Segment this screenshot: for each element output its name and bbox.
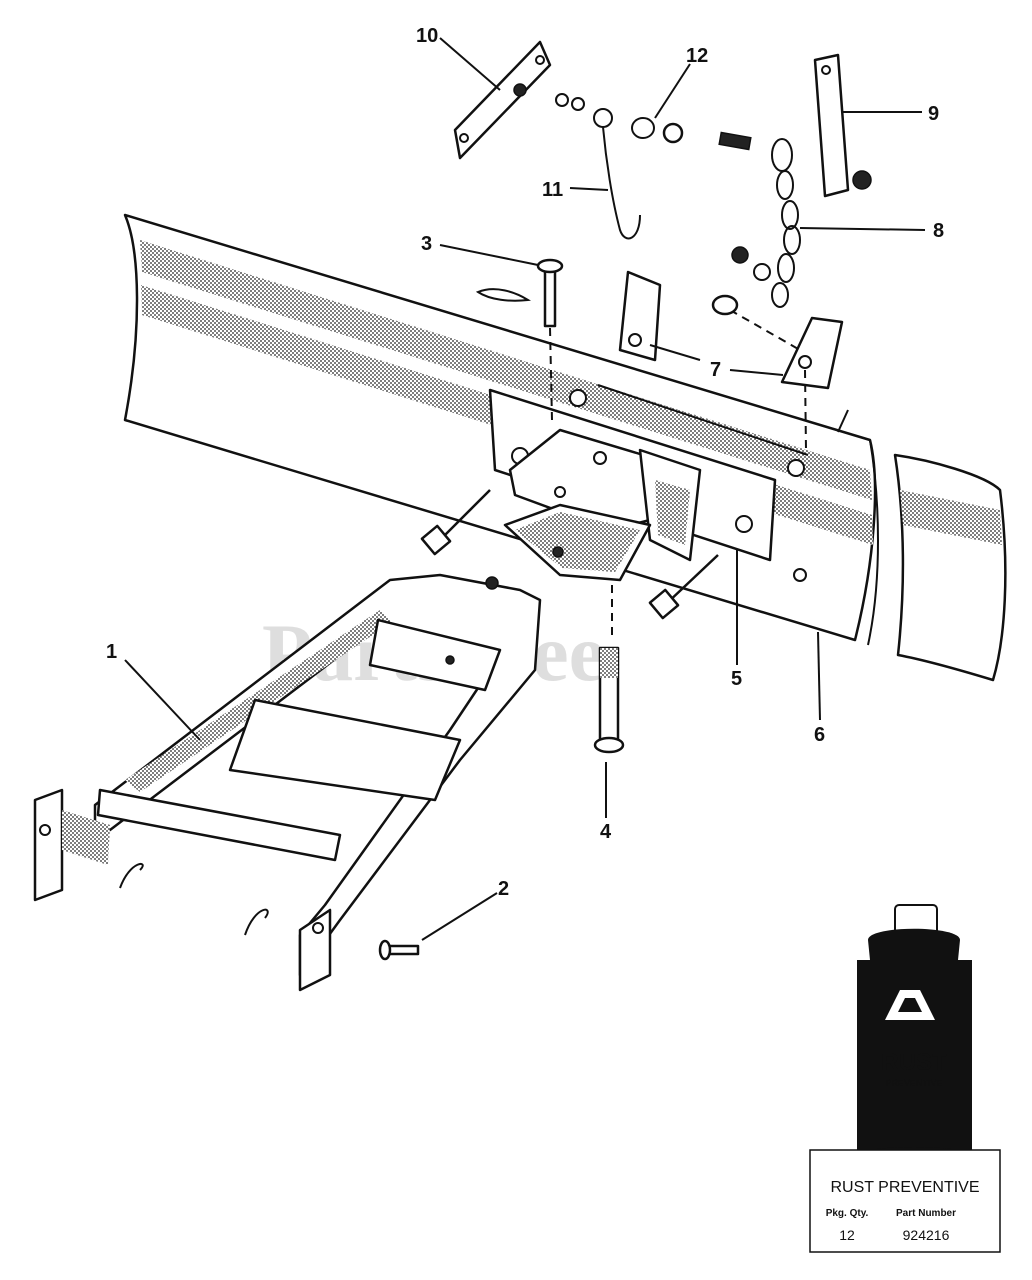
- pin: [475, 258, 564, 421]
- bracket-left: [618, 270, 662, 362]
- callout-1: 1: [106, 641, 117, 663]
- callout-8: 8: [933, 220, 944, 242]
- callout-2: 2: [498, 878, 509, 900]
- callout-labels: 1 2 3 4 5 6 7 8 9 10 11 12: [106, 25, 944, 900]
- callout-5: 5: [731, 668, 742, 690]
- can-brand-text: RUST: [881, 1049, 947, 1076]
- bolt-vertical: [593, 585, 625, 754]
- info-box-title: RUST PREVENTIVE: [830, 1179, 979, 1196]
- a-frame: [33, 573, 542, 992]
- plate-right: [813, 53, 872, 198]
- callout-7: 7: [710, 359, 721, 381]
- callout-10: 10: [416, 25, 438, 47]
- pkg-qty-value: 12: [839, 1227, 855, 1243]
- can-sub-text: PREVENTIVE: [885, 1078, 942, 1088]
- bracket-right: [729, 309, 844, 451]
- callout-9: 9: [928, 103, 939, 125]
- callout-6: 6: [814, 724, 825, 746]
- part-number-label: Part Number: [896, 1208, 956, 1219]
- clevis-pin: [378, 939, 420, 961]
- chain: [711, 131, 801, 316]
- plate-left: [453, 40, 552, 160]
- hook: [555, 93, 684, 240]
- info-box: RUST PREVENTIVE Pkg. Qty. Part Number 12…: [809, 1149, 1001, 1253]
- callout-3: 3: [421, 233, 432, 255]
- pivot-bracket: [503, 428, 702, 582]
- pkg-qty-label: Pkg. Qty.: [826, 1208, 869, 1219]
- bolt-right: [648, 554, 719, 620]
- leader-lines: [124, 37, 926, 941]
- bolt-left: [420, 489, 491, 556]
- callout-4: 4: [600, 821, 612, 843]
- callout-11: 11: [542, 179, 563, 201]
- spray-can: RUST PREVENTIVE: [857, 904, 972, 1163]
- part-number-value: 924216: [903, 1227, 950, 1243]
- callout-12: 12: [686, 45, 708, 67]
